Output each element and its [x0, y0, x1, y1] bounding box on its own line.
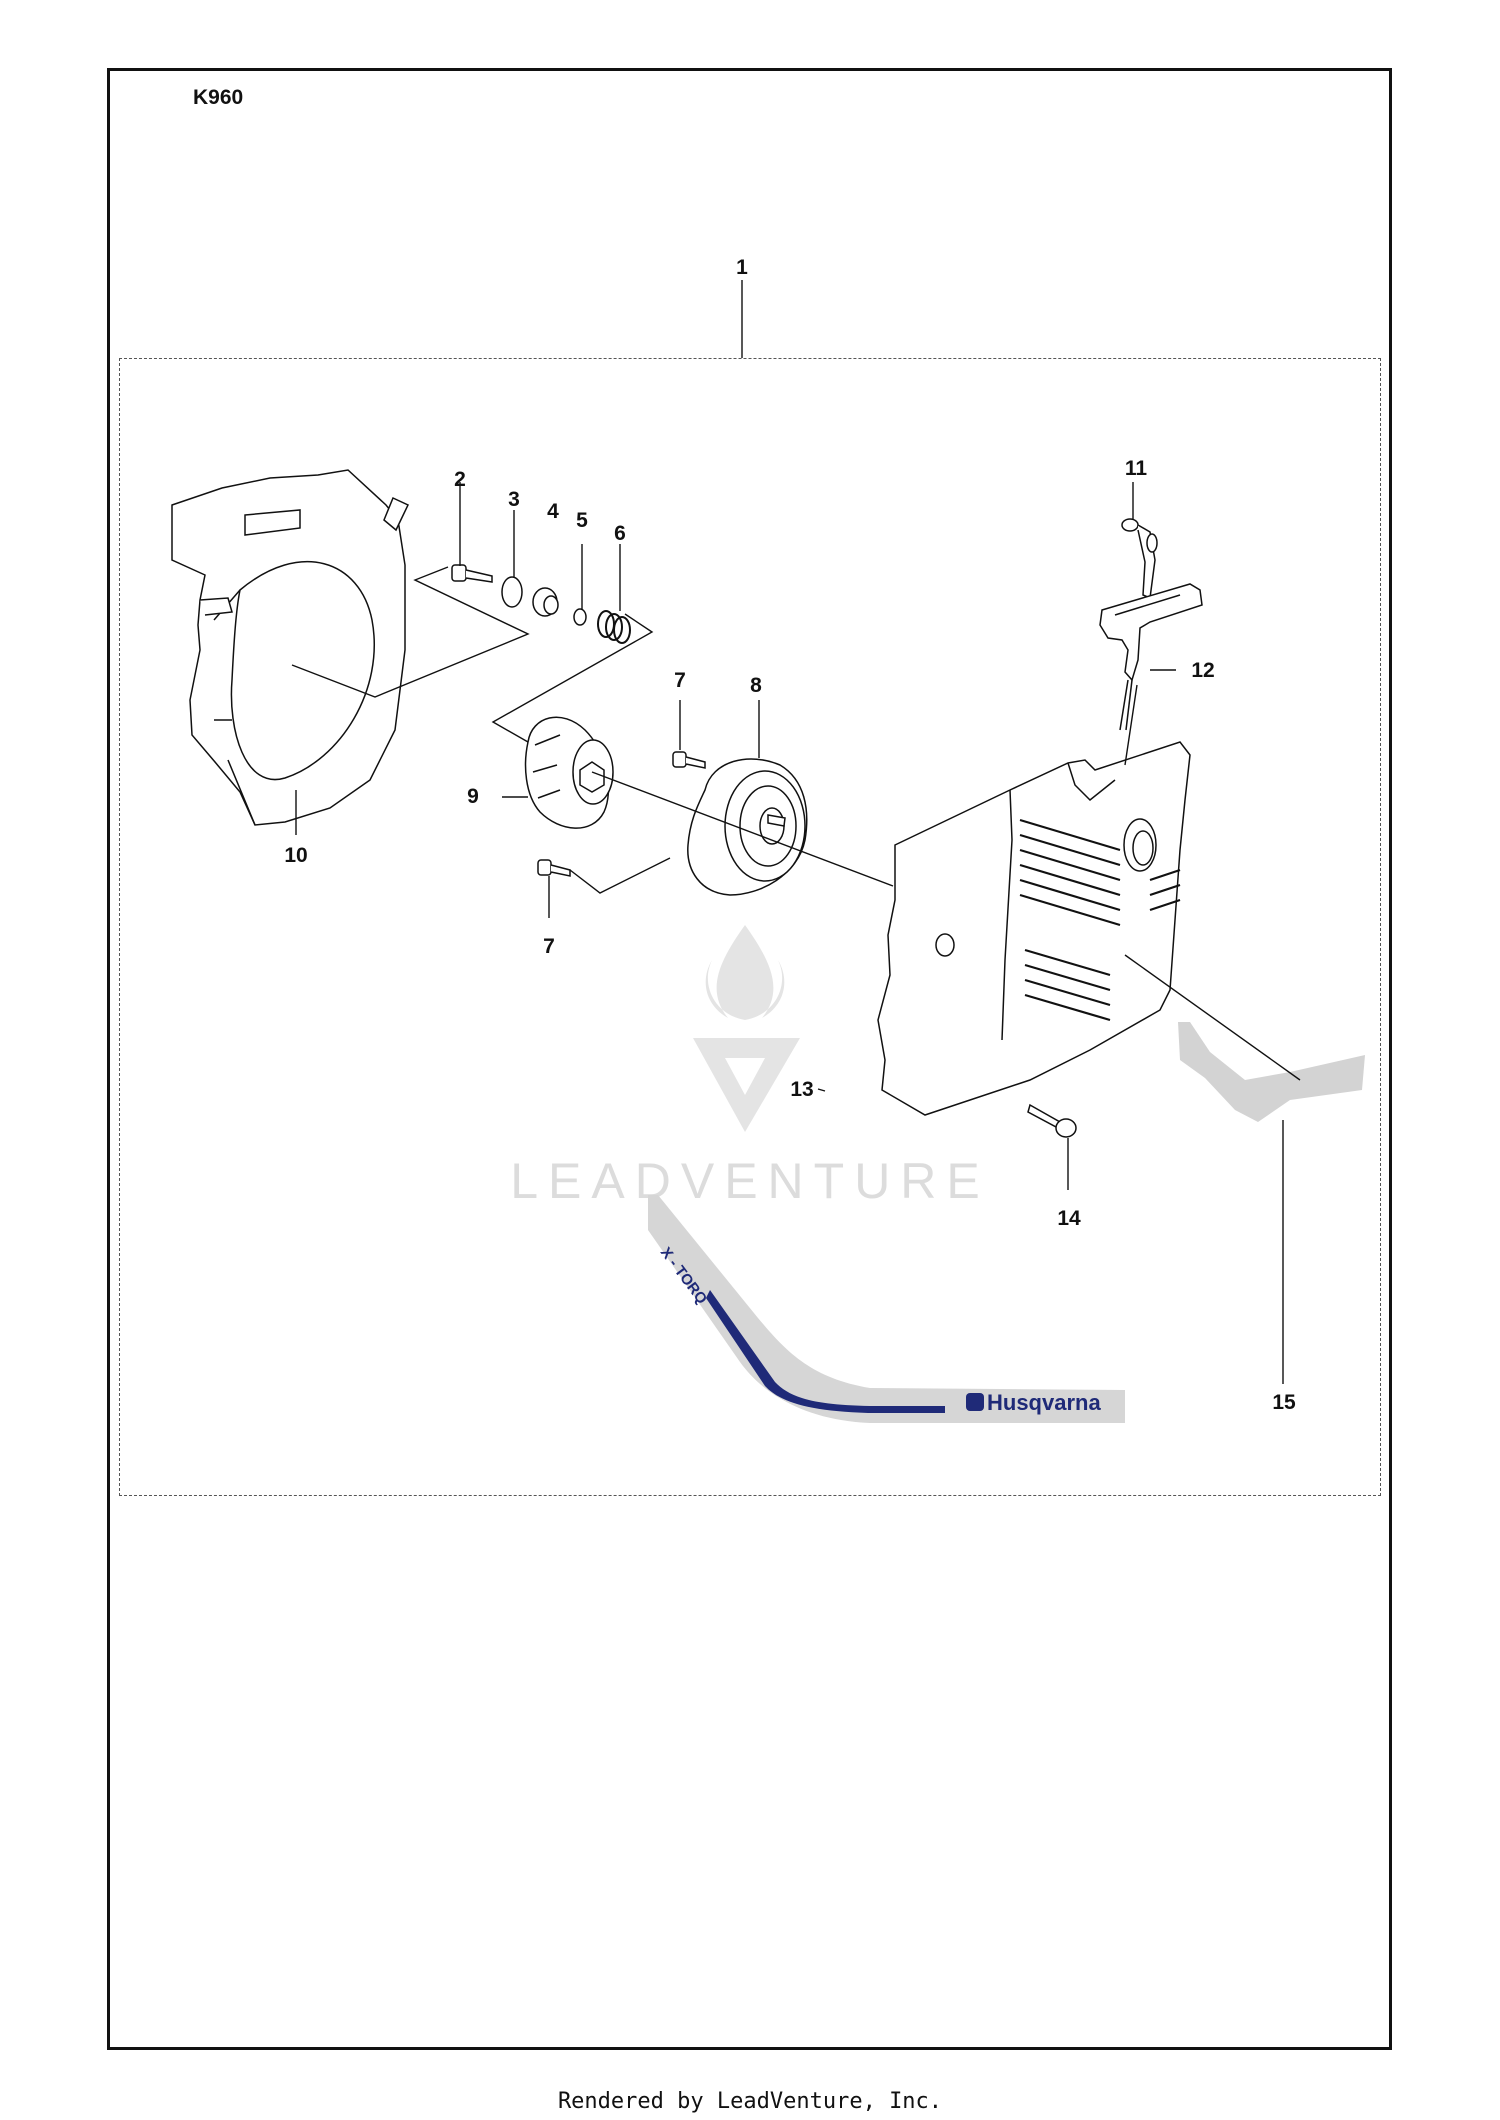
callout-14: 14 — [1057, 1207, 1081, 1230]
callout-11: 11 — [1125, 457, 1148, 480]
part-8-spring-cassette — [687, 758, 808, 896]
callout-8: 8 — [750, 674, 762, 697]
part-10-fan-housing — [171, 469, 410, 826]
callout-4: 4 — [547, 500, 559, 523]
callout-2: 2 — [454, 468, 466, 491]
part-15-decal-strip — [1178, 1022, 1365, 1122]
callout-12: 12 — [1191, 659, 1214, 682]
callout-7-upper: 7 — [674, 669, 686, 692]
part-5-washer — [573, 608, 587, 626]
part-12-starter-handle — [1099, 583, 1203, 731]
assembly-group-box — [119, 358, 1381, 1496]
leader-lines — [291, 280, 1301, 1384]
part-2-screw — [451, 564, 493, 583]
diagram-frame — [107, 68, 1392, 2050]
watermark-logo — [693, 925, 800, 1132]
callout-5: 5 — [576, 509, 588, 532]
callout-13: 13 — [790, 1078, 813, 1101]
callout-9: 9 — [467, 785, 479, 808]
callout-15: 15 — [1272, 1391, 1296, 1414]
footer-credit: Rendered by LeadVenture, Inc. — [557, 2089, 943, 2114]
part-13-starter-cover — [877, 741, 1191, 1116]
callout-1: 1 — [736, 256, 748, 279]
watermark-text: LEADVENTURE — [510, 1153, 990, 1209]
callout-7-lower: 7 — [543, 935, 555, 958]
decal-brand-text: Husqvarna — [987, 1390, 1101, 1415]
callout-labels: 1 2 3 4 5 6 7 7 8 9 10 11 12 13 14 15 — [284, 256, 1296, 1414]
part-9-starter-pulley — [524, 716, 614, 829]
part-4-bushing — [532, 587, 559, 617]
callout-6: 6 — [614, 522, 626, 545]
part-3-o-ring — [501, 576, 523, 608]
part-7-screw-upper — [672, 751, 706, 769]
husqvarna-decal: X - TORQ Husqvarna — [648, 1195, 1125, 1423]
part-14-screw — [1027, 1103, 1077, 1138]
model-code: K960 — [193, 86, 244, 109]
part-6-spring — [597, 610, 631, 644]
part-7-screw-lower — [537, 859, 571, 877]
callout-10: 10 — [284, 844, 307, 867]
part-11-handle-insert — [1121, 518, 1158, 600]
husqvarna-crown-icon — [966, 1393, 984, 1411]
callout-3: 3 — [508, 488, 520, 511]
